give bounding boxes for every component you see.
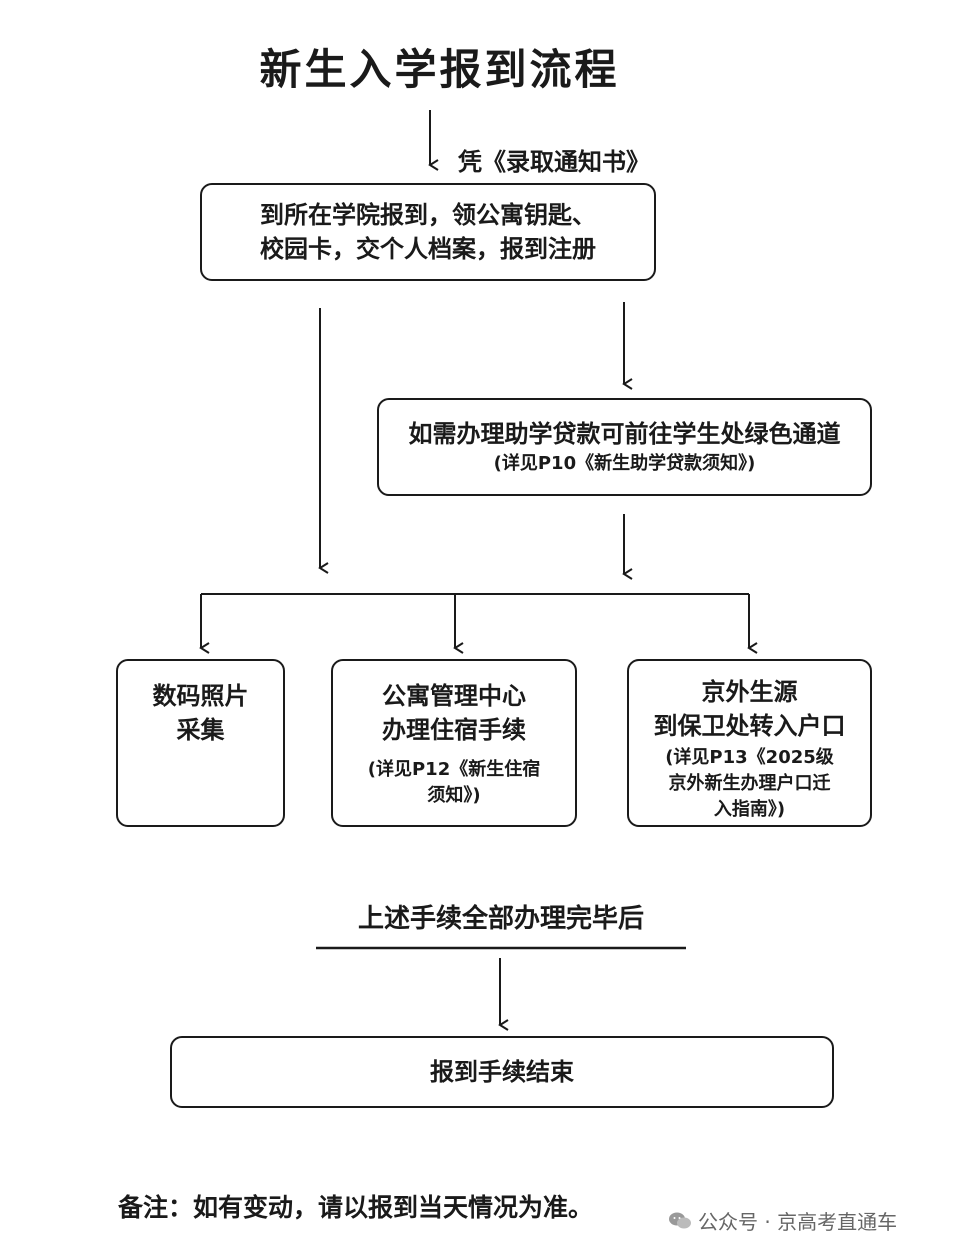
dorm-line1: 公寓管理中心 [382, 682, 526, 710]
hukou-sub3: 入指南》) [713, 799, 786, 820]
end-box: 报到手续结束 [170, 1036, 834, 1108]
watermark-text: 公众号 · 京高考直通车 [698, 1210, 898, 1234]
step-register-line2: 校园卡，交个人档案，报到注册 [260, 235, 596, 263]
footnote: 备注：如有变动，请以报到当天情况为准。 [118, 1193, 594, 1222]
hukou-line2: 到保卫处转入户口 [653, 712, 846, 740]
dorm-line2: 办理住宿手续 [382, 716, 526, 744]
end-text: 报到手续结束 [430, 1058, 574, 1086]
photo-line2: 采集 [176, 716, 225, 744]
loan-main-text: 如需办理助学贷款可前往学生处绿色通道 [408, 420, 841, 448]
step-register-box: 到所在学院报到，领公寓钥匙、 校园卡，交个人档案，报到注册 [200, 183, 656, 281]
after-completion-label: 上述手续全部办理完毕后 [357, 904, 644, 934]
hukou-line1: 京外生源 [701, 678, 798, 706]
dorm-sub1: (详见P12《新生住宿 [367, 759, 541, 780]
dorm-box: 公寓管理中心 办理住宿手续 (详见P12《新生住宿 须知》) [331, 659, 577, 827]
hukou-sub2: 京外新生办理户口迁 [668, 773, 831, 794]
photo-line1: 数码照片 [152, 682, 249, 710]
hukou-sub1: (详见P13《2025级 [665, 747, 834, 768]
hukou-box: 京外生源 到保卫处转入户口 (详见P13《2025级 京外新生办理户口迁 入指南… [627, 659, 872, 827]
condition-label: 凭《录取通知书》 [458, 148, 650, 176]
loan-box: 如需办理助学贷款可前往学生处绿色通道 (详见P10《新生助学贷款须知》) [377, 398, 872, 496]
wechat-icon [669, 1212, 691, 1228]
step-register-line1: 到所在学院报到，领公寓钥匙、 [260, 201, 596, 229]
photo-box: 数码照片 采集 [116, 659, 285, 827]
dorm-sub2: 须知》) [427, 785, 481, 806]
watermark: 公众号 · 京高考直通车 [668, 1206, 897, 1235]
loan-sub-text: (详见P10《新生助学贷款须知》) [493, 453, 756, 474]
page-title: 新生入学报到流程 [259, 45, 620, 94]
